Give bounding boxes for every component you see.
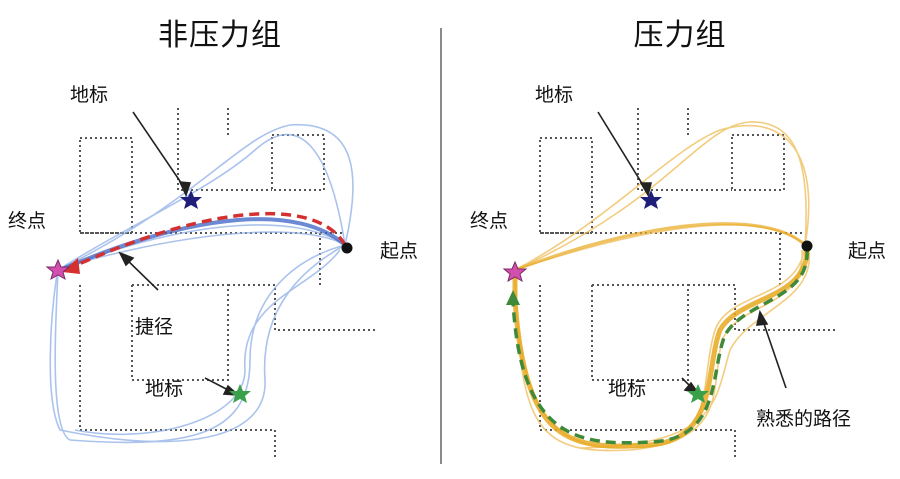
- end-point-star: [45, 258, 71, 281]
- familiar-route-highlight: [511, 249, 809, 445]
- landmark-bottom-label: 地标: [608, 378, 647, 400]
- main-route-bundle: [512, 247, 810, 449]
- route-trace: [514, 124, 810, 271]
- landmark-top-label: 地标: [70, 84, 109, 106]
- end-point-label: 终点: [8, 210, 47, 232]
- route-trace: [59, 231, 346, 269]
- route-traces: [49, 124, 354, 444]
- panel-divider: [440, 28, 442, 464]
- panel-title: 压力组: [633, 18, 727, 53]
- shortcut-highlight: [69, 211, 347, 270]
- maze-map: [502, 108, 835, 460]
- start-point-dot: [341, 242, 353, 254]
- route-trace: [57, 133, 346, 271]
- start-point-label: 起点: [380, 240, 419, 262]
- shortcut-label: 捷径: [135, 316, 174, 338]
- end-point-label: 终点: [470, 210, 509, 232]
- route-trace: [579, 244, 811, 449]
- annotation-arrows: [118, 111, 241, 396]
- panel-stress: 压力组: [460, 0, 900, 479]
- start-point-dot: [801, 240, 813, 252]
- route-traces: [514, 121, 811, 452]
- shortcut-bundle: [59, 217, 347, 272]
- familiar-route-label: 熟悉的路径: [756, 408, 852, 430]
- landmark-top-star: [640, 190, 662, 209]
- landmark-bottom-star: [229, 384, 251, 403]
- familiar-route-arrowhead: [506, 290, 520, 305]
- landmark-bottom-label: 地标: [145, 378, 184, 400]
- direct-route-bundle: [514, 222, 807, 272]
- route-trace: [514, 224, 806, 271]
- route-trace: [57, 124, 354, 271]
- landmark-top-star: [180, 190, 202, 209]
- maze-map: [45, 108, 375, 460]
- end-point-star: [502, 260, 528, 283]
- panel-title: 非压力组: [158, 18, 282, 53]
- start-point-label: 起点: [848, 240, 887, 262]
- maze-walls: [539, 108, 835, 460]
- route-trace: [74, 249, 341, 436]
- route-trace: [54, 244, 346, 444]
- landmark-top-label: 地标: [535, 84, 574, 106]
- panel-non-stress: 非压力组: [0, 0, 440, 479]
- landmark-bottom-star: [687, 384, 709, 403]
- shortcut-arrowhead: [62, 258, 80, 274]
- route-trace: [514, 121, 807, 271]
- route-trace: [49, 244, 346, 443]
